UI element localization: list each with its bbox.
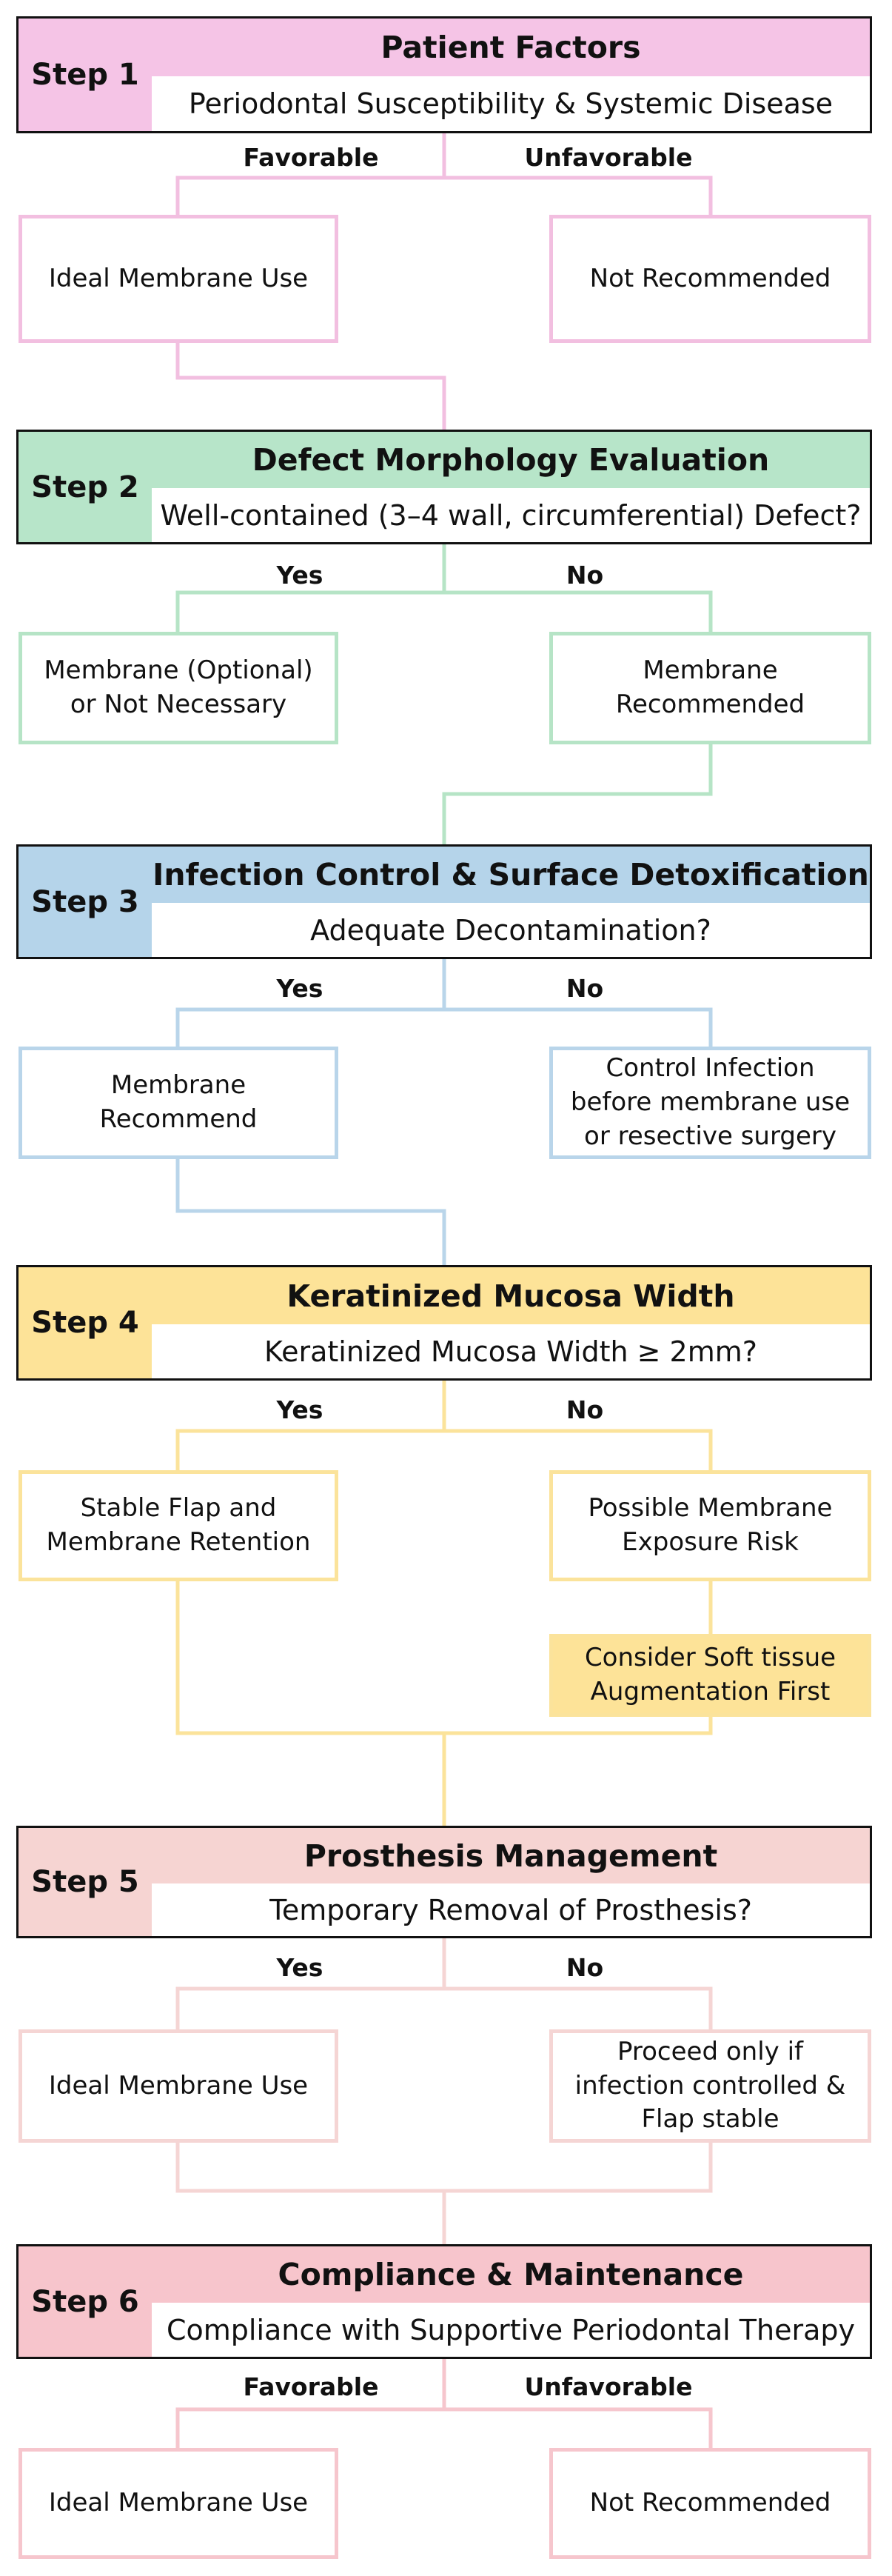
step2-right-outcome: Membrane Recommended: [549, 632, 871, 744]
step4-soft-tissue-outcome: Consider Soft tissue Augmentation First: [549, 1634, 871, 1717]
step1-right-branch-label: Unfavorable: [524, 143, 693, 172]
step6-right-outcome: Not Recommended: [549, 2448, 871, 2559]
step3-right-branch-label: No: [566, 974, 604, 1003]
connector-step1-to-step2: [175, 343, 446, 430]
step3-left-branch-label: Yes: [276, 974, 323, 1003]
step6-left-outcome: Ideal Membrane Use: [19, 2448, 338, 2559]
step4-question: Keratinized Mucosa Width ≥ 2mm?: [152, 1324, 870, 1378]
connector-step3-to-step4: [175, 1159, 446, 1265]
connector-step1-branch: [175, 132, 713, 215]
connector-step6-branch: [175, 2358, 713, 2448]
connector-step4-branch: [175, 1379, 713, 1470]
step5-title: Prosthesis Management: [152, 1828, 870, 1886]
step5-block: Step 5 Prosthesis Management Temporary R…: [16, 1826, 872, 1938]
step6-right-branch-label: Unfavorable: [524, 2372, 693, 2401]
step6-left-branch-label: Favorable: [243, 2372, 379, 2401]
connector-step2-to-step3: [442, 744, 713, 844]
step2-right-branch-label: No: [566, 561, 604, 590]
step2-title: Defect Morphology Evaluation: [152, 432, 870, 490]
step2-left-outcome: Membrane (Optional) or Not Necessary: [19, 632, 338, 744]
connector-step5-branch: [175, 1937, 713, 2029]
step4-left-branch-label: Yes: [276, 1395, 323, 1424]
step4-block: Step 4 Keratinized Mucosa Width Keratini…: [16, 1265, 872, 1381]
step3-left-outcome: Membrane Recommend: [19, 1047, 338, 1159]
connector-step2-branch: [175, 543, 713, 632]
step1-left-outcome: Ideal Membrane Use: [19, 215, 338, 343]
step3-title: Infection Control & Surface Detoxificati…: [152, 847, 870, 905]
step1-label: Step 1: [19, 19, 154, 131]
step5-right-outcome: Proceed only if infection controlled & F…: [549, 2029, 871, 2143]
step6-label: Step 6: [19, 2246, 154, 2357]
step4-right-branch-label: No: [566, 1395, 604, 1424]
step4-right-outcome: Possible Membrane Exposure Risk: [549, 1470, 871, 1581]
step2-question: Well-contained (3–4 wall, circumferentia…: [152, 488, 870, 542]
step6-title: Compliance & Maintenance: [152, 2246, 870, 2305]
step2-block: Step 2 Defect Morphology Evaluation Well…: [16, 430, 872, 544]
step3-question: Adequate Decontamination?: [152, 903, 870, 957]
step1-question: Periodontal Susceptibility & Systemic Di…: [152, 76, 870, 131]
step5-label: Step 5: [19, 1828, 154, 1936]
step3-block: Step 3 Infection Control & Surface Detox…: [16, 844, 872, 959]
connector-step4-to-step5: [175, 1581, 713, 1826]
step1-left-branch-label: Favorable: [243, 143, 379, 172]
step1-title: Patient Factors: [152, 19, 870, 79]
step3-right-outcome: Control Infection before membrane use or…: [549, 1047, 871, 1159]
step4-label: Step 4: [19, 1267, 154, 1378]
step2-label: Step 2: [19, 432, 154, 542]
step6-question: Compliance with Supportive Periodontal T…: [152, 2303, 870, 2357]
step2-left-branch-label: Yes: [276, 561, 323, 590]
step4-left-outcome: Stable Flap and Membrane Retention: [19, 1470, 338, 1581]
step5-left-outcome: Ideal Membrane Use: [19, 2029, 338, 2143]
step5-question: Temporary Removal of Prosthesis?: [152, 1883, 870, 1936]
connector-step5-to-step6: [175, 2143, 713, 2244]
step6-block: Step 6 Compliance & Maintenance Complian…: [16, 2244, 872, 2359]
step5-right-branch-label: No: [566, 1953, 604, 1982]
step1-block: Step 1 Patient Factors Periodontal Susce…: [16, 16, 872, 133]
connector-step3-branch: [175, 958, 713, 1047]
step1-right-outcome: Not Recommended: [549, 215, 871, 343]
step5-left-branch-label: Yes: [276, 1953, 323, 1982]
step4-title: Keratinized Mucosa Width: [152, 1267, 870, 1327]
step3-label: Step 3: [19, 847, 154, 957]
